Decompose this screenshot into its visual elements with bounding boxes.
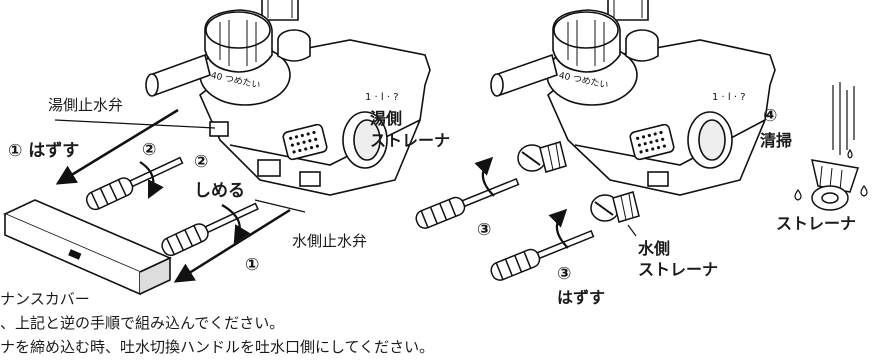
water-stream [832,82,855,155]
label-tighten: しめる [194,181,245,201]
svg-text:1 · l · ?: 1 · l · ? [365,92,399,103]
label-step3-a: ③ [477,220,492,240]
label-cold-side: 水側 [638,239,671,258]
label-remove-1: ① はずす [8,141,80,161]
screwdriver-icon [490,229,595,281]
screwdriver-icon [415,177,520,229]
svg-text:1 · l · ?: 1 · l · ? [712,92,746,103]
faucet-body-left [145,0,431,196]
strainer-icon [517,141,567,173]
screwdriver-icon [161,202,259,257]
label-cold-valve: 水側止水弁 [292,232,368,250]
label-remove-3: はずす [557,288,606,307]
note-line-1: 、上記と逆の手順で組み込んでください。 [0,314,285,332]
label-maintenance-cover: ナンスカバー [0,290,90,308]
label-step2-b: ② [194,152,209,172]
water-drops [794,148,868,201]
maintenance-cover [3,199,172,296]
label-hot-valve: 湯側止水弁 [48,96,124,114]
label-hot-side: 湯側 [370,109,403,128]
label-strainer-right: ストレーナ [776,214,857,233]
strainer-cleaned-icon [811,159,859,211]
faucet-body-right [490,0,776,196]
label-cold-strainer: ストレーナ [638,260,719,279]
label-step3-b: ③ [557,264,572,284]
label-clean: 清掃 [760,131,793,150]
note-line-2: ナを締め込む時、吐水切換ハンドルを吐水口側にしてください。 [0,338,435,356]
label-step4: ④ [763,106,778,126]
label-step1: ① [245,255,260,275]
strainer-icon [590,191,640,223]
remove-arrows-left [55,108,291,283]
label-step2-a: ② [142,140,157,160]
label-hot-strainer: ストレーナ [370,131,451,150]
screwdriver-icon [85,156,184,211]
